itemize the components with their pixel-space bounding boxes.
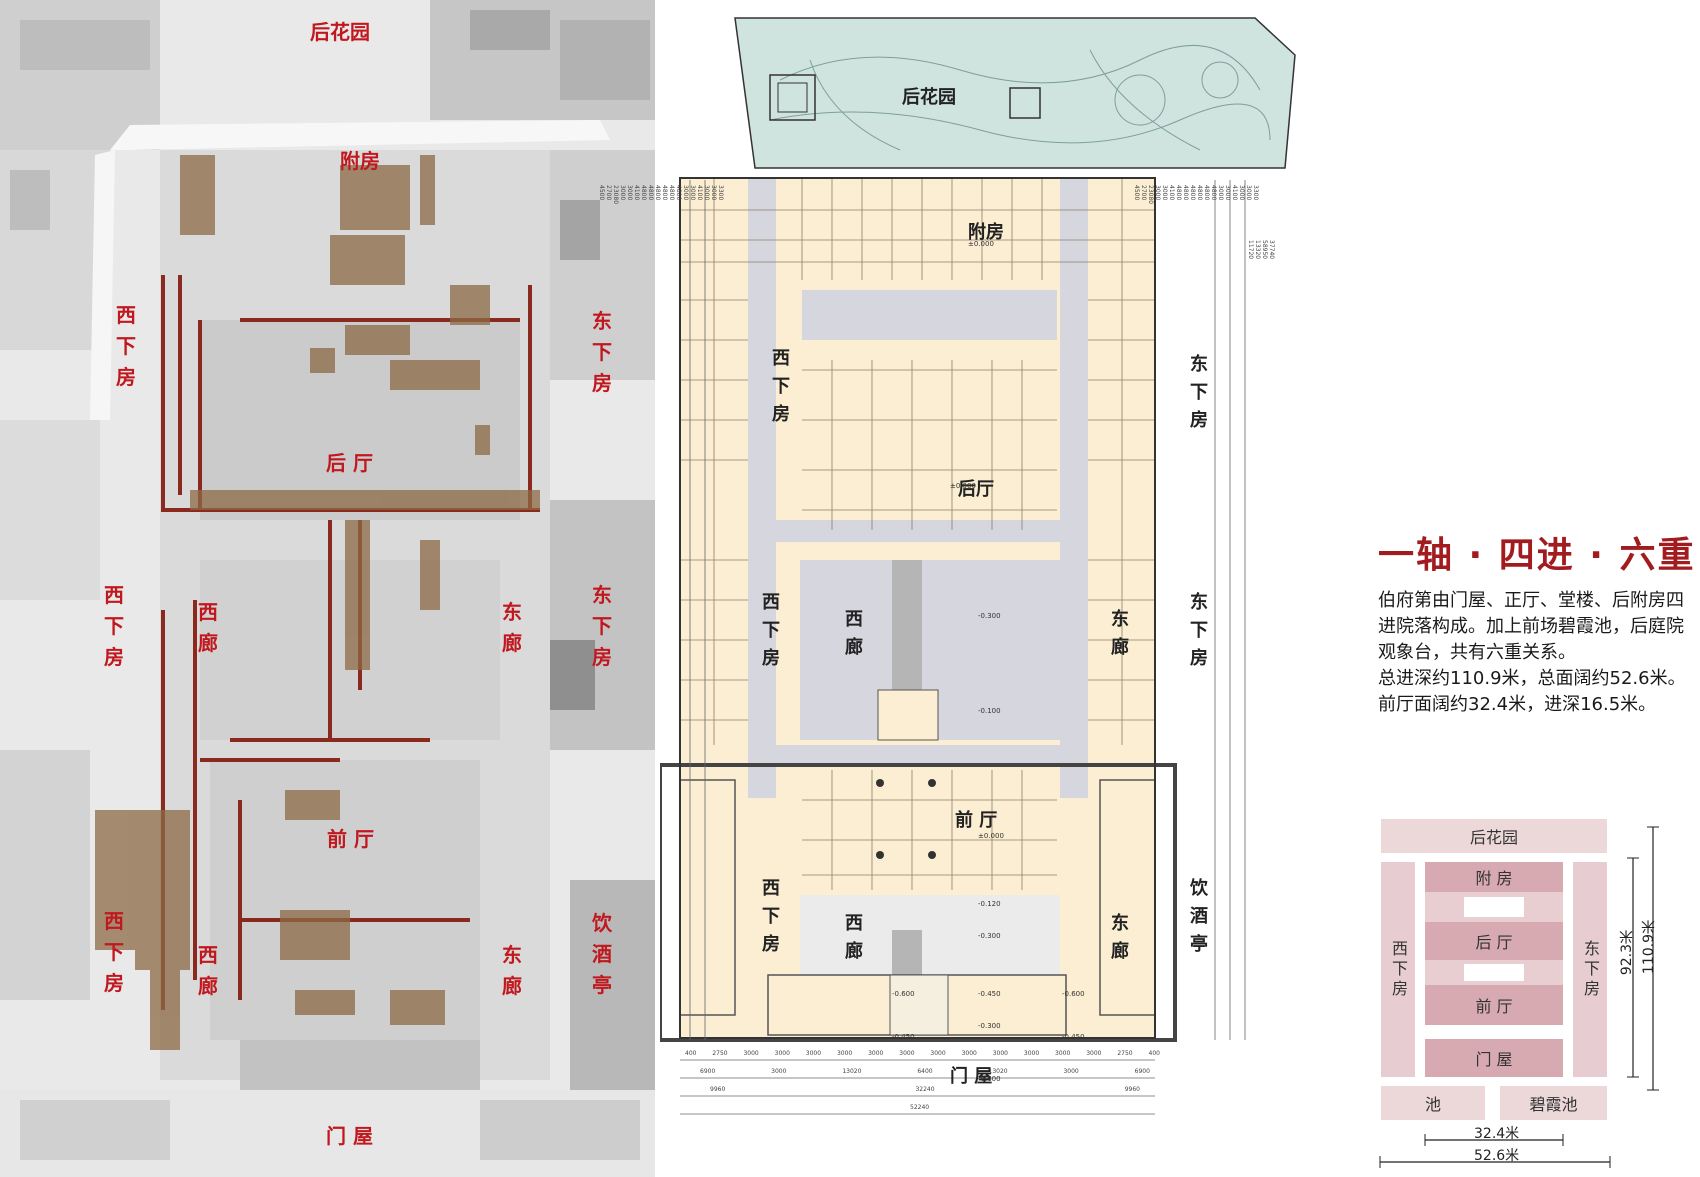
aerial-label-front-hall: 前 厅 — [327, 827, 374, 851]
aerial-label-east-lower-2: 东下房 — [592, 583, 612, 669]
aerial-photo-image — [0, 0, 655, 1177]
schema-depth-total: 110.9米 — [1641, 920, 1657, 975]
page-heading: 一轴 · 四进 · 六重 — [1378, 535, 1696, 576]
elev-annex: ±0.000 — [968, 240, 994, 248]
aerial-label-east-corridor-1: 东廊 — [502, 600, 522, 655]
description-paragraph-1: 伯府第由门屋、正厅、堂楼、后附房四进院落构成。加上前场碧霞池，后庭院观象台，共有… — [1378, 590, 1684, 663]
plan-front-compound-wall — [660, 763, 1177, 1042]
elev-rear-hall: ±0.000 — [950, 482, 976, 490]
schema-width-total: 52.6米 — [1474, 1148, 1520, 1164]
schema-rear-garden: 后花园 — [1381, 819, 1607, 853]
aerial-label-gate-house: 门 屋 — [326, 1124, 373, 1148]
plan-label-west-lower-2: 西下房 — [762, 592, 780, 669]
schema-depth-inner: 92.3米 — [1619, 930, 1635, 976]
elev-gate-right: -0.600 — [1062, 990, 1085, 998]
plan-label-east-lower-1: 东下房 — [1190, 354, 1208, 431]
schema-dimension-lines — [1379, 826, 1659, 1168]
elev-gate-lower-right: -0.450 — [1062, 1033, 1085, 1041]
aerial-label-west-lower-1: 西下房 — [116, 303, 136, 389]
aerial-label-rear-garden: 后花园 — [310, 20, 370, 44]
plan-dims-row-4: 52240 — [910, 1104, 930, 1111]
plan-label-east-lower-2: 东下房 — [1190, 592, 1208, 669]
plan-garden-pavilion-east — [1009, 87, 1041, 119]
elev-front-step: -0.120 — [978, 900, 1001, 908]
plan-label-gate-house: 门 屋 — [950, 1066, 993, 1087]
elev-court-3: -0.300 — [978, 932, 1001, 940]
aerial-photo-panel: 后花园 附房 西下房 东下房 后 厅 西下房 西廊 东廊 东下房 前 厅 西下房… — [0, 0, 655, 1177]
plan-label-west-corridor-2: 西廊 — [845, 913, 863, 962]
schema-pond-left: 池 — [1381, 1086, 1485, 1120]
schema-annex: 附 房 — [1425, 862, 1563, 892]
elev-front-hall: ±0.000 — [978, 832, 1004, 840]
aerial-label-west-corridor-1: 西廊 — [198, 600, 218, 655]
plan-label-rear-hall: 后厅 — [958, 479, 994, 500]
aerial-label-east-corridor-2: 东廊 — [502, 943, 522, 998]
floor-plan-drawing — [660, 17, 1296, 1115]
plan-label-east-corridor-1: 东廊 — [1111, 609, 1129, 658]
aerial-label-west-lower-2: 西下房 — [104, 583, 124, 669]
aerial-label-east-lower-1: 东下房 — [592, 309, 612, 395]
schema-gate-house: 门 屋 — [1425, 1039, 1563, 1077]
elev-gate-lower-center: -0.300 — [978, 1022, 1001, 1030]
plan-label-west-lower-3: 西下房 — [762, 878, 780, 955]
aerial-label-rear-hall: 后 厅 — [326, 451, 373, 475]
plan-label-annex: 附房 — [968, 222, 1004, 243]
schema-rear-hall: 后 厅 — [1425, 922, 1563, 960]
aerial-label-annex: 附房 — [340, 149, 380, 173]
aerial-label-west-corridor-2: 西廊 — [198, 943, 218, 998]
aerial-label-wine-pavilion: 饮酒亭 — [592, 911, 612, 997]
plan-label-rear-garden: 后花园 — [902, 87, 956, 108]
schema-east-lower: 东下房 — [1573, 862, 1607, 1077]
schema-width-inner: 32.4米 — [1474, 1126, 1520, 1142]
elev-gate-front: -0.600 — [978, 1075, 1001, 1083]
description-paragraph-2: 总进深约110.9米，总面阔约52.6米。前厅面阔约32.4米，进深16.5米。 — [1378, 668, 1686, 715]
plan-label-west-corridor-1: 西廊 — [845, 609, 863, 658]
elev-court-1: -0.300 — [978, 612, 1001, 620]
schema-front-hall: 前 厅 — [1425, 985, 1563, 1025]
plan-garden-pavilion-west — [769, 74, 816, 121]
plan-label-front-hall: 前 厅 — [955, 810, 998, 831]
elev-gate-left: -0.600 — [892, 990, 915, 998]
elev-court-2: -0.100 — [978, 707, 1001, 715]
description-text: 伯府第由门屋、正厅、堂楼、后附房四进院落构成。加上前场碧霞池，后庭院观象台，共有… — [1378, 588, 1693, 718]
elev-gate-lower-left: -0.450 — [892, 1033, 915, 1041]
schema-pond-right: 碧霞池 — [1500, 1086, 1607, 1120]
aerial-label-west-lower-3: 西下房 — [104, 909, 124, 995]
plan-garden-area — [734, 17, 1296, 169]
plan-label-east-corridor-2: 东廊 — [1111, 913, 1129, 962]
plan-label-west-lower-1: 西下房 — [772, 348, 790, 425]
plan-label-wine-pavilion: 饮酒亭 — [1190, 878, 1208, 955]
elev-gate-center: -0.450 — [978, 990, 1001, 998]
schema-west-lower: 西下房 — [1381, 862, 1415, 1077]
